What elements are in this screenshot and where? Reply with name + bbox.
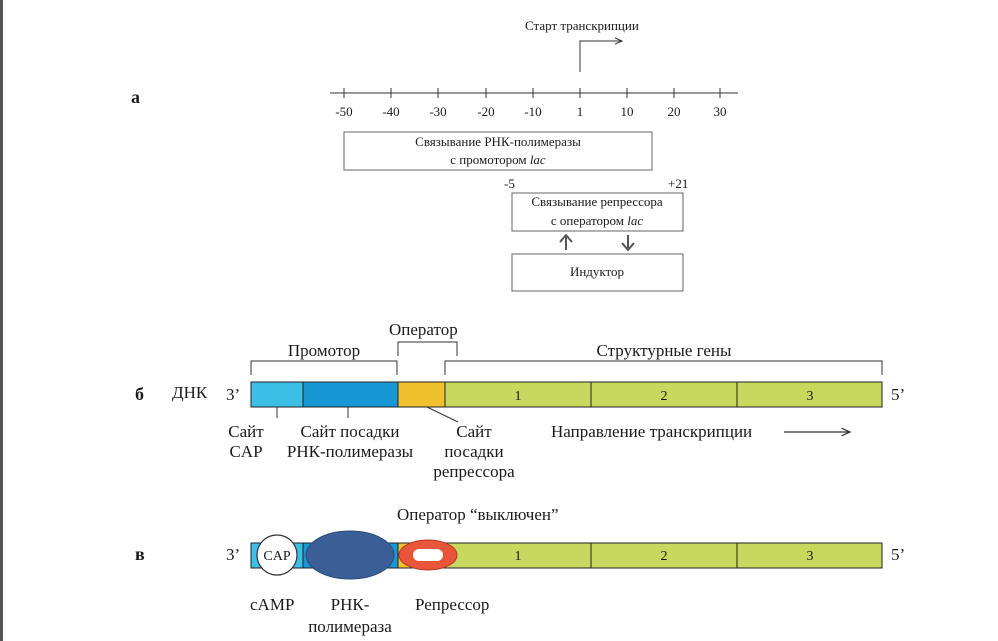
gene-3-number-c: 3 (807, 549, 814, 564)
cap-site-line1: Сайт (228, 422, 264, 441)
rna-site-line1: Сайт посадки (301, 422, 400, 441)
gene-3-segment (736, 381, 883, 408)
rna-binding-line2: с промотором lac (450, 152, 546, 167)
repressor-binding-line2: с оператором lac (551, 213, 644, 228)
gene-1-number-c: 1 (515, 549, 522, 564)
gene-2-number-b: 2 (661, 389, 668, 404)
position-scale-ticks: -50 -40 -30 -20 -10 1 10 20 30 (335, 88, 727, 119)
cap-site-line2: CAP (229, 442, 262, 461)
repressor-site-line1: Сайт (456, 422, 492, 441)
cap-protein: CAP (256, 534, 298, 576)
dna-end-3-b: 3’ (226, 385, 240, 404)
inducer-label: Индуктор (570, 264, 624, 279)
scale-tick-label: -50 (335, 104, 352, 119)
dna-label: ДНК (172, 383, 208, 402)
repressor-binding-line1: Связывание репрессора (531, 194, 663, 209)
panel-c-letter: в (135, 544, 145, 564)
repressor-site-pointer (426, 406, 459, 423)
operator-segment (397, 381, 446, 408)
rna-binding-line1: Связывание РНК-полимеразы (415, 134, 581, 149)
panel-a-letter: а (131, 87, 140, 107)
gene-3-number-b: 3 (807, 389, 814, 404)
repressor-range-end: +21 (668, 176, 688, 191)
rna-polymerase-site-segment (302, 381, 399, 408)
repressor-site-line2: посадки (444, 442, 503, 461)
rna-pol-line2: полимераза (308, 617, 392, 636)
structural-genes-bracket (444, 360, 883, 375)
operator-bracket (397, 341, 458, 356)
down-arrow-icon (621, 235, 635, 252)
gene-2-segment-c (590, 542, 738, 569)
operator-off-label: Оператор “выключен” (397, 505, 559, 524)
rna-polymerase-shape (305, 530, 395, 580)
structural-genes-label: Структурные гены (597, 341, 732, 360)
dna-end-5-c: 5’ (891, 545, 905, 564)
inducer-box (511, 253, 684, 292)
direction-label: Направление транскрипции (551, 422, 752, 441)
scale-tick-label: 10 (621, 104, 634, 119)
scale-tick-label: 1 (577, 104, 584, 119)
repressor-binding-gene: lac (627, 213, 643, 228)
repressor-range-start: -5 (504, 176, 515, 191)
repressor-protein (398, 539, 458, 571)
page-left-border (0, 0, 3, 641)
scale-tick-label: 30 (714, 104, 727, 119)
rna-binding-prefix: с промотором (450, 152, 530, 167)
scale-tick-label: -10 (524, 104, 541, 119)
transcription-start-arrow (579, 41, 622, 72)
cap-protein-label: CAP (263, 549, 290, 564)
gene-3-segment-c (736, 542, 883, 569)
dna-end-3-c: 3’ (226, 545, 240, 564)
repressor-binding-prefix: с оператором (551, 213, 627, 228)
scale-tick-label: -40 (382, 104, 399, 119)
camp-label: cAMP (250, 595, 294, 614)
gene-2-number-c: 2 (661, 549, 668, 564)
scale-tick-label: -20 (477, 104, 494, 119)
rna-site-line2: РНК-полимеразы (287, 442, 414, 461)
rna-binding-gene: lac (530, 152, 546, 167)
panel-b-letter: б (135, 384, 144, 404)
repressor-label: Репрессор (415, 595, 489, 614)
cap-site-segment (250, 381, 304, 408)
operator-label: Оператор (389, 320, 458, 339)
up-arrow-icon (559, 233, 573, 250)
gene-1-number-b: 1 (515, 389, 522, 404)
repressor-binding-slot (413, 549, 443, 561)
repressor-site-line3: репрессора (433, 462, 515, 481)
cap-protein-circle (256, 534, 298, 576)
scale-tick-label: 20 (668, 104, 681, 119)
scale-tick-label: -30 (429, 104, 446, 119)
promoter-label: Промотор (288, 341, 360, 360)
rna-polymerase-binding-box (343, 131, 653, 171)
repressor-binding-box (511, 192, 684, 232)
transcription-start-label: Старт транскрипции (525, 18, 639, 33)
dna-end-5-b: 5’ (891, 385, 905, 404)
promoter-bracket (250, 360, 398, 375)
rna-pol-line1: РНК- (331, 595, 370, 614)
gene-1-segment (444, 381, 592, 408)
